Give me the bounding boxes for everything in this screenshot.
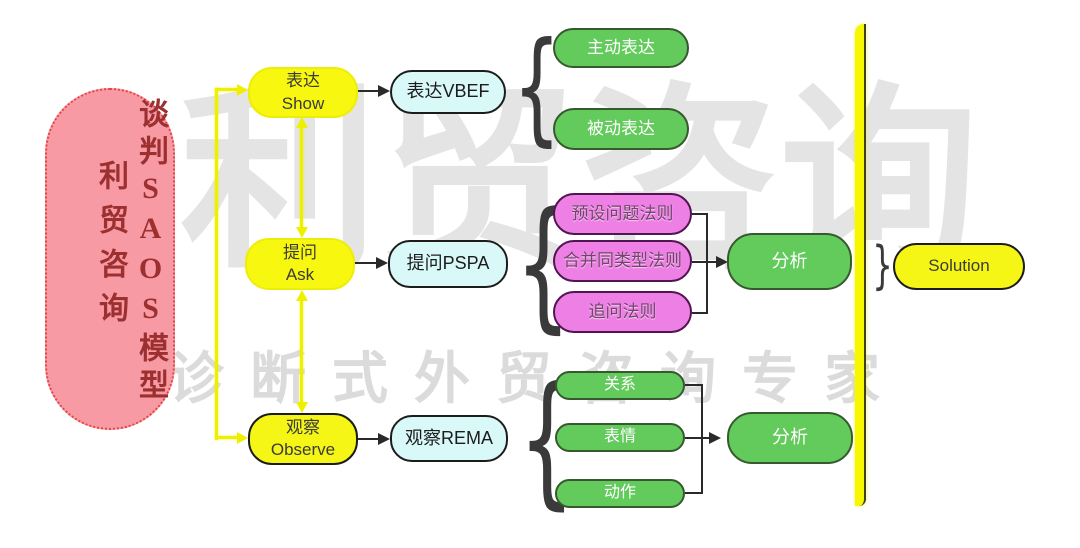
- connector-show-observe-vertical: [215, 88, 218, 440]
- observe-child-relation-box[interactable]: 关系: [555, 371, 685, 400]
- brace-solution: }: [872, 236, 893, 296]
- arrow-down-ask-icon: [296, 227, 308, 238]
- method-rema-label: 观察REMA: [404, 427, 493, 448]
- connector-obs3: [685, 492, 703, 494]
- observe-child-expression-label: 表情: [603, 428, 636, 446]
- arrow-up-show-icon: [296, 117, 308, 128]
- connector-rule2-analysis: [692, 261, 718, 263]
- ask-rule-merge-box[interactable]: 合并同类型法则: [553, 240, 692, 282]
- arrow-into-observe-icon: [237, 432, 248, 444]
- connector-show-method: [358, 90, 380, 92]
- show-child-active-box[interactable]: 主动表达: [553, 28, 689, 68]
- method-vbef-box[interactable]: 表达VBEF: [390, 70, 506, 114]
- brace-show-children: {: [512, 16, 561, 158]
- observe-child-action-box[interactable]: 动作: [555, 479, 685, 508]
- arrow-obs-analysis-icon: [709, 432, 721, 444]
- observe-analysis-label: 分析: [772, 427, 808, 448]
- arrow-observe-method-icon: [378, 433, 390, 445]
- arrow-show-method-icon: [378, 85, 390, 97]
- ask-analysis-box[interactable]: 分析: [727, 233, 852, 290]
- ask-analysis-label: 分析: [771, 250, 808, 271]
- connector-ask-observe: [300, 299, 303, 404]
- arrow-down-observe-icon: [296, 402, 308, 413]
- connector-obs2-analysis: [685, 437, 711, 439]
- ask-rule-followup-label: 追问法则: [588, 301, 657, 321]
- connector-into-show-line: [215, 88, 239, 91]
- observe-child-expression-box[interactable]: 表情: [555, 423, 685, 452]
- connector-observe-method: [358, 438, 380, 440]
- method-pspa-label: 提问PSPA: [406, 253, 490, 274]
- brand-vertical-text: 利贸咨询: [94, 160, 127, 336]
- arrow-up-ask-icon: [296, 290, 308, 301]
- connector-obs1: [685, 384, 703, 386]
- connector-obs-vertical: [701, 384, 703, 494]
- connector-ask-method: [355, 262, 377, 264]
- ask-rule-preset-label: 预设问题法则: [571, 203, 674, 223]
- method-rema-box[interactable]: 观察REMA: [390, 415, 508, 462]
- arrow-into-show-icon: [237, 84, 248, 96]
- observe-child-relation-label: 关系: [603, 376, 636, 394]
- solution-label: Solution: [928, 256, 990, 276]
- connector-show-ask: [300, 126, 303, 230]
- connector-rule1: [692, 213, 708, 215]
- solution-box[interactable]: Solution: [893, 243, 1025, 290]
- method-pspa-box[interactable]: 提问PSPA: [388, 240, 508, 288]
- ask-rule-preset-box[interactable]: 预设问题法则: [553, 193, 692, 235]
- connector-rules-vertical: [706, 213, 708, 314]
- watermark-tagline: 诊断式外贸咨询专家: [168, 347, 906, 410]
- ask-rule-merge-label: 合并同类型法则: [563, 250, 682, 270]
- observe-child-action-label: 动作: [603, 484, 636, 502]
- ask-rule-followup-box[interactable]: 追问法则: [553, 291, 692, 333]
- observe-analysis-box[interactable]: 分析: [727, 412, 853, 464]
- arrow-rules-analysis-icon: [716, 256, 728, 268]
- model-vertical-text: 谈判SAOS模型: [134, 98, 167, 406]
- arrow-ask-method-icon: [376, 257, 388, 269]
- show-child-active-label: 主动表达: [587, 37, 655, 57]
- show-child-passive-label: 被动表达: [587, 118, 655, 138]
- connector-rule3: [692, 312, 708, 314]
- show-child-passive-box[interactable]: 被动表达: [553, 108, 689, 150]
- method-vbef-label: 表达VBEF: [406, 81, 490, 102]
- summary-bracket-bar: [855, 24, 866, 506]
- connector-into-observe-line: [215, 436, 239, 439]
- title-bubble: [45, 88, 175, 430]
